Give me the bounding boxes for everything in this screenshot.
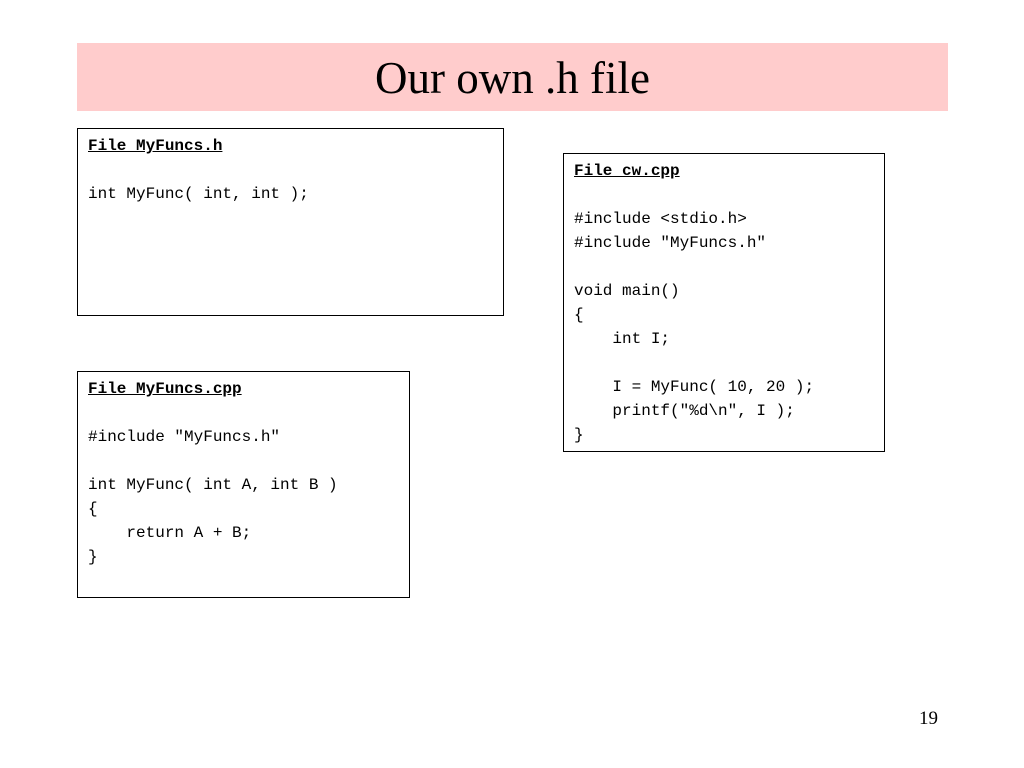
code-line: { [88, 500, 98, 518]
code-line: return A + B; [88, 524, 252, 542]
title-band: Our own .h file [77, 43, 948, 111]
file-heading: File cw.cpp [574, 162, 680, 180]
code-line [574, 255, 874, 279]
code-line [574, 351, 874, 375]
code-line [574, 183, 874, 207]
code-box-myfuncs-h: File MyFuncs.h int MyFunc( int, int ); [77, 128, 504, 316]
code-line: { [574, 306, 584, 324]
file-heading: File MyFuncs.h [88, 137, 223, 155]
code-line: #include <stdio.h> [574, 210, 747, 228]
slide-title: Our own .h file [375, 52, 650, 103]
code-line: int I; [574, 330, 671, 348]
code-line: #include "MyFuncs.h" [88, 428, 281, 446]
code-line [88, 449, 399, 473]
code-box-myfuncs-cpp: File MyFuncs.cpp #include "MyFuncs.h" in… [77, 371, 410, 598]
code-line: } [88, 548, 98, 566]
code-line [88, 401, 399, 425]
code-line [88, 158, 493, 182]
code-line: printf("%d\n", I ); [574, 402, 795, 420]
code-box-cw-cpp: File cw.cpp #include <stdio.h> #include … [563, 153, 885, 452]
code-line: } [574, 426, 584, 444]
code-line: void main() [574, 282, 680, 300]
code-line: int MyFunc( int A, int B ) [88, 476, 338, 494]
page-number: 19 [919, 708, 938, 729]
code-line: I = MyFunc( 10, 20 ); [574, 378, 815, 396]
file-heading: File MyFuncs.cpp [88, 380, 242, 398]
code-line: int MyFunc( int, int ); [88, 185, 309, 203]
code-line: #include "MyFuncs.h" [574, 234, 767, 252]
